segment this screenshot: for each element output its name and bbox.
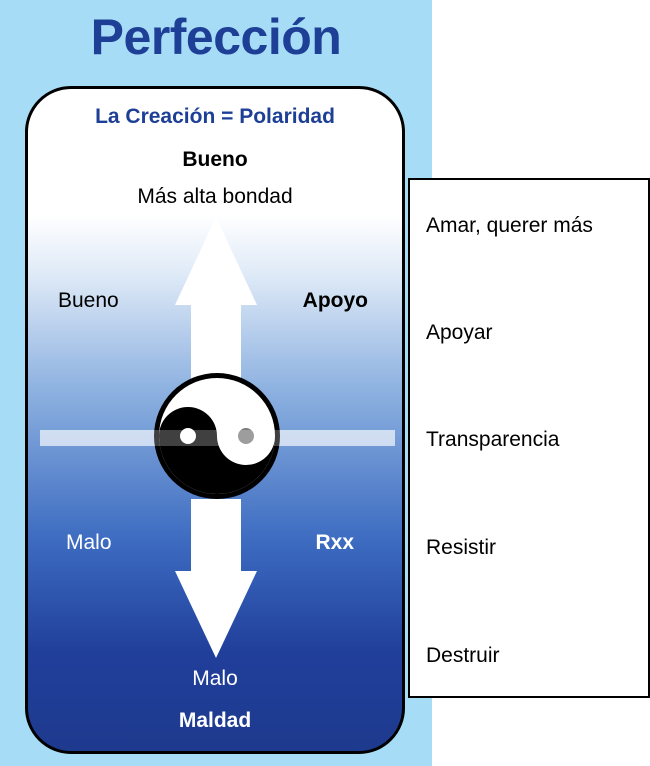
top-label-bold: Bueno (182, 148, 248, 171)
up-arrow (175, 217, 257, 379)
scale-item: Apoyar (426, 321, 493, 344)
polarity-card: La Creación = Polaridad Bueno Más alta b… (25, 86, 405, 754)
scale-item: Destruir (426, 644, 500, 667)
quadrant-bottom-left: Malo (66, 531, 112, 554)
yin-yang-icon (154, 373, 280, 499)
scale-item: Transparencia (426, 428, 560, 451)
polarity-diagram (40, 217, 395, 658)
scale-item: Resistir (426, 536, 497, 559)
bottom-label: Malo (192, 667, 238, 690)
scale-item: Amar, querer más (426, 214, 593, 237)
scale-box: Amar, querer más Apoyar Transparencia Re… (408, 178, 650, 698)
quadrant-top-left: Bueno (58, 289, 119, 312)
quadrant-top-right: Apoyo (302, 289, 368, 312)
down-arrow (175, 499, 257, 658)
bottom-label-bold: Maldad (178, 709, 252, 732)
page-title: Perfección (90, 9, 342, 65)
top-label: Más alta bondad (137, 185, 293, 208)
card-heading: La Creación = Polaridad (95, 105, 335, 128)
quadrant-bottom-right: Rxx (315, 531, 354, 554)
left-panel: Perfección La Creación = Polaridad Bueno… (0, 0, 432, 766)
